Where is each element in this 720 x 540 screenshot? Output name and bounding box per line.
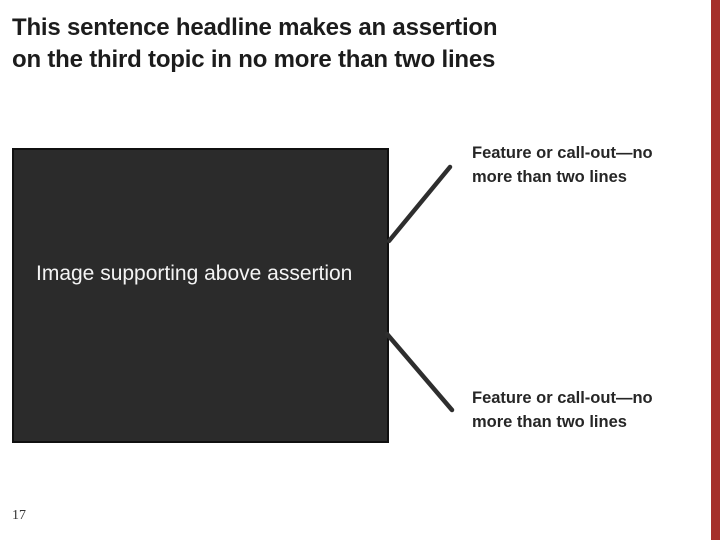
headline-line-1: This sentence headline makes an assertio… bbox=[12, 14, 498, 41]
callout-line-top bbox=[386, 164, 453, 244]
callout-bottom-line-2: more than two lines bbox=[472, 413, 627, 431]
headline-line-2: on the third topic in no more than two l… bbox=[12, 46, 496, 73]
slide-headline: This sentence headline makes an assertio… bbox=[12, 12, 572, 76]
callout-top-line-2: more than two lines bbox=[472, 168, 627, 186]
callout-bottom-line-1: Feature or call-out—no bbox=[472, 389, 653, 407]
callout-line-bottom bbox=[384, 331, 455, 413]
image-placeholder: Image supporting above assertion bbox=[12, 148, 389, 443]
callout-top-line-1: Feature or call-out—no bbox=[472, 144, 653, 162]
page-number: 17 bbox=[12, 508, 26, 523]
callout-top: Feature or call-out—no more than two lin… bbox=[472, 141, 702, 189]
image-placeholder-label: Image supporting above assertion bbox=[36, 262, 353, 285]
accent-bar bbox=[711, 0, 720, 540]
callout-bottom: Feature or call-out—no more than two lin… bbox=[472, 386, 702, 434]
